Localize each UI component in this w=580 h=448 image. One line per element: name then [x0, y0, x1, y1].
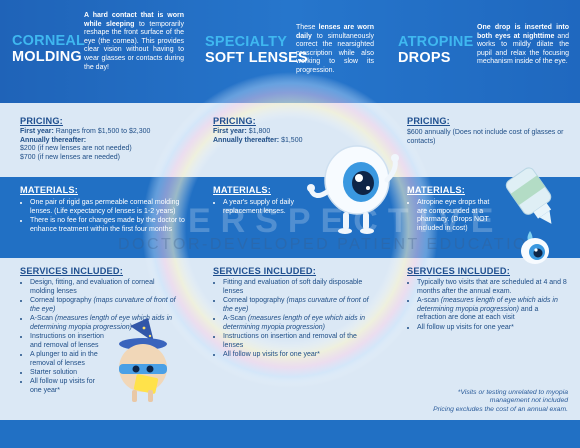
title-top: SPECIALTY — [205, 34, 288, 50]
pricing-title: PRICING: — [213, 116, 256, 126]
desc-bold: One drop is inserted into both eyes at n… — [477, 24, 569, 40]
services-list: Fitting and evaluation of soft daily dis… — [213, 279, 373, 360]
pricing-line: $700 (if new lenses are needed) — [20, 154, 121, 162]
pricing-line: $600 annually (Does not include cost of … — [407, 129, 564, 145]
desc-bold: A hard contact that is worn while sleepi… — [84, 12, 184, 28]
list-item: A-Scan (measures length of eye which aid… — [30, 315, 180, 332]
services-title: SERVICES INCLUDED: — [20, 266, 123, 276]
pricing-line: First year: Ranges from $1,500 to $2,300 — [20, 128, 151, 135]
desc-rest: to simultaneously correct the nearsighte… — [296, 32, 374, 74]
corneal-pricing: PRICING: First year: Ranges from $1,500 … — [20, 116, 190, 163]
pricing-title: PRICING: — [407, 116, 450, 126]
title-top: ATROPINE — [398, 34, 474, 50]
services-title: SERVICES INCLUDED: — [407, 266, 510, 276]
title-top: CORNEAL — [12, 33, 86, 49]
atropine-drops-description: One drop is inserted into both eyes at n… — [477, 24, 569, 67]
pricing-line: Annually thereafter: $1,500 — [213, 136, 303, 144]
specialty-pricing: PRICING: First year: $1,800 Annually the… — [213, 116, 383, 145]
atropine-drops-title: ATROPINE DROPS — [398, 34, 474, 67]
specialty-services: SERVICES INCLUDED: Fitting and evaluatio… — [213, 266, 373, 360]
list-item: Typically two visits that are scheduled … — [417, 279, 567, 296]
list-item: One pair of rigid gas permeable corneal … — [30, 199, 185, 216]
wizard-eye-mascot-icon — [119, 318, 167, 402]
desc-rest: to temporarily reshape the front surface… — [84, 20, 184, 71]
pricing-lines: First year: Ranges from $1,500 to $2,300… — [20, 128, 190, 163]
list-item: A-Scan (measures length of eye which aid… — [223, 315, 373, 332]
materials-list: Atropine eye drops that are compounded a… — [407, 199, 495, 234]
list-item: All follow up visits for one year* — [223, 351, 373, 360]
list-item: Instructions on insertion and removal of… — [30, 333, 115, 350]
footnote-line: Pricing excludes the cost of an annual e… — [433, 405, 568, 413]
footnote-line: management not included — [489, 397, 568, 405]
atropine-services: SERVICES INCLUDED: Typically two visits … — [407, 266, 567, 333]
materials-title: MATERIALS: — [407, 185, 465, 195]
services-list: Design, fitting, and evaluation of corne… — [20, 279, 180, 396]
desc-pre: These — [296, 24, 319, 31]
materials-title: MATERIALS: — [20, 185, 78, 195]
corneal-materials: MATERIALS: One pair of rigid gas permeab… — [20, 185, 185, 235]
footnote-line: *Visits or testing unrelated to myopia — [457, 389, 568, 396]
corneal-services: SERVICES INCLUDED: Design, fitting, and … — [20, 266, 180, 396]
materials-list: A year's supply of daily replacement len… — [213, 199, 303, 216]
footer-band — [0, 420, 580, 448]
specialty-materials: MATERIALS: A year's supply of daily repl… — [213, 185, 303, 217]
footnote: *Visits or testing unrelated to myopia m… — [433, 389, 568, 414]
pricing-lines: First year: $1,800 Annually thereafter: … — [213, 128, 383, 145]
services-title: SERVICES INCLUDED: — [213, 266, 316, 276]
pricing-title: PRICING: — [20, 116, 63, 126]
eye-mascot-icon — [307, 145, 399, 234]
desc-bold: lenses are worn daily — [296, 24, 374, 40]
materials-title: MATERIALS: — [213, 185, 271, 195]
title-bottom: MOLDING — [12, 49, 82, 65]
list-item: Instructions on insertion and removal of… — [223, 333, 373, 350]
list-item: There is no fee for changes made by the … — [30, 217, 185, 234]
list-item: Atropine eye drops that are compounded a… — [417, 199, 495, 234]
specialty-soft-lenses-description: These lenses are worn daily to simultane… — [296, 24, 374, 76]
atropine-materials: MATERIALS: Atropine eye drops that are c… — [407, 185, 495, 234]
list-item: Fitting and evaluation of soft daily dis… — [223, 279, 373, 296]
list-item: A year's supply of daily replacement len… — [223, 199, 303, 216]
pricing-line: $200 (if new lenses are not needed) — [20, 145, 132, 153]
eye-drop-bottle-icon — [505, 167, 552, 264]
list-item: A-scan (measures length of eye which aid… — [417, 297, 567, 323]
list-item: Corneal topography (maps curvature of fr… — [223, 297, 373, 314]
list-item: Corneal topography (maps curvature of fr… — [30, 297, 180, 314]
list-item: Design, fitting, and evaluation of corne… — [30, 279, 180, 296]
pricing-line: First year: $1,800 — [213, 128, 271, 135]
list-item: All follow up visits for one year* — [417, 324, 567, 333]
materials-list: One pair of rigid gas permeable corneal … — [20, 199, 185, 234]
title-bottom: SOFT LENSES — [205, 50, 308, 66]
services-list: Typically two visits that are scheduled … — [407, 279, 567, 332]
pricing-lines: $600 annually (Does not include cost of … — [407, 129, 567, 146]
title-bottom: DROPS — [398, 50, 451, 66]
corneal-molding-description: A hard contact that is worn while sleepi… — [84, 12, 184, 72]
atropine-pricing: PRICING: $600 annually (Does not include… — [407, 116, 567, 146]
list-item: All follow up visits for one year* — [30, 378, 105, 395]
specialty-soft-lenses-title: SPECIALTY SOFT LENSES — [205, 34, 308, 67]
pricing-line: Annually thereafter: — [20, 136, 87, 144]
list-item: Starter solution — [30, 369, 115, 378]
desc-rest: and works to mildly dilate the pupil and… — [477, 32, 570, 66]
corneal-molding-title: CORNEAL MOLDING — [12, 33, 86, 66]
list-item: A plunger to aid in the removal of lense… — [30, 351, 115, 368]
watermark-tagline: DOCTOR-DEVELOPED PATIENT EDUCATION — [118, 236, 543, 253]
